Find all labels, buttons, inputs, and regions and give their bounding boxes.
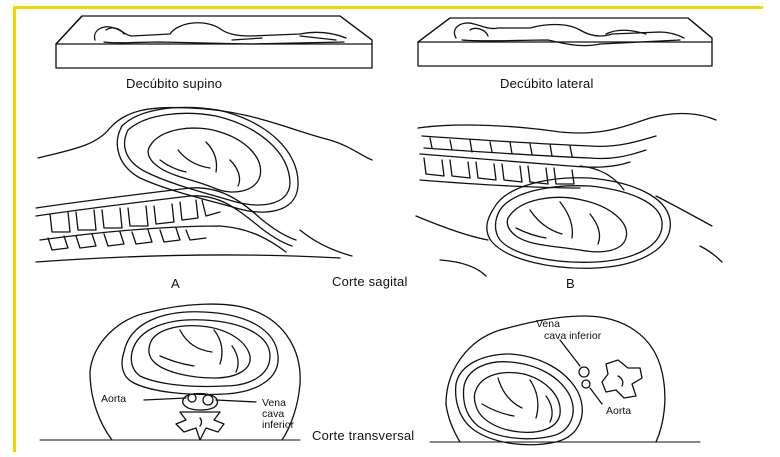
label-decubito-lateral: Decúbito lateral <box>500 76 594 91</box>
label-vena-right-1: Vena <box>536 319 560 330</box>
supine-mattress-drawing <box>56 16 372 68</box>
label-corte-sagital: Corte sagital <box>332 274 408 289</box>
label-aorta-left: Aorta <box>101 394 126 405</box>
label-vena-left-3: inferior <box>262 420 294 431</box>
label-panel-b: B <box>566 276 575 291</box>
label-panel-a: A <box>171 276 180 291</box>
label-decubito-supino: Decúbito supino <box>126 76 222 91</box>
lateral-mattress-drawing <box>418 18 712 66</box>
label-corte-transversal: Corte transversal <box>312 428 414 443</box>
label-aorta-right: Aorta <box>606 406 631 417</box>
label-vena-right-2: cava inferior <box>544 331 601 342</box>
sagittal-b-drawing <box>416 114 722 276</box>
sagittal-a-drawing <box>36 107 372 262</box>
